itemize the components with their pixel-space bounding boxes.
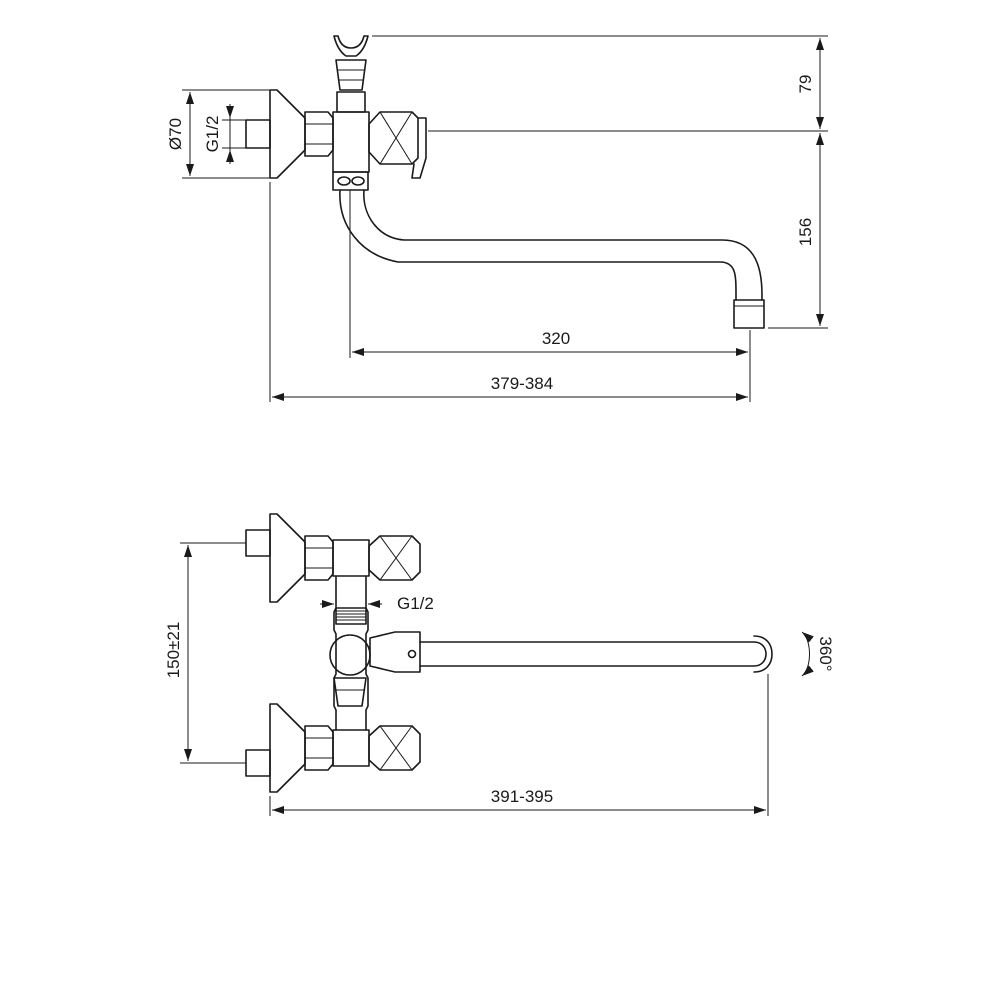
aerator — [733, 299, 765, 329]
dim-rotation-label: 360° — [816, 636, 835, 671]
inlet-pipe — [245, 119, 271, 149]
hex-nut — [304, 111, 334, 157]
spout-connector — [369, 631, 421, 673]
dim-156-label: 156 — [796, 218, 815, 246]
horizontal-spout — [419, 641, 767, 667]
side-view: 79 156 320 379-384 Ø70 G1/2 — [166, 35, 828, 402]
lower-wall-flange — [269, 703, 306, 793]
lower-inlet-pipe — [245, 749, 271, 777]
dim-320-label: 320 — [542, 329, 570, 348]
upper-valve-handle — [368, 535, 421, 581]
mixer-body — [332, 111, 370, 173]
spout-union — [332, 171, 369, 191]
valve-handle — [368, 111, 419, 165]
upper-inlet-pipe — [245, 529, 271, 557]
shower-holder — [333, 35, 369, 57]
diverter-lever — [411, 117, 427, 179]
lower-valve-handle — [368, 725, 421, 771]
rotation-arrow — [801, 631, 814, 677]
upper-hex-nut — [304, 535, 334, 581]
dim-79-label: 79 — [796, 75, 815, 94]
dim-thread-label: G1/2 — [203, 116, 222, 153]
central-body — [333, 575, 369, 731]
dim-150-label: 150±21 — [164, 622, 183, 679]
upper-neck — [336, 91, 366, 113]
upper-wall-flange — [269, 513, 306, 603]
wall-flange — [269, 89, 306, 179]
front-view: 150±21 G1/2 360° 391-395 — [164, 513, 835, 816]
shower-outlet-thread — [335, 607, 367, 625]
dim-391-395-label: 391-395 — [491, 787, 553, 806]
dim-379-384-label: 379-384 — [491, 374, 553, 393]
lower-hex-nut — [304, 725, 334, 771]
dim-thread-front-label: G1/2 — [397, 594, 434, 613]
spout-pipe — [339, 189, 737, 301]
dim-diameter-label: Ø70 — [166, 118, 185, 150]
